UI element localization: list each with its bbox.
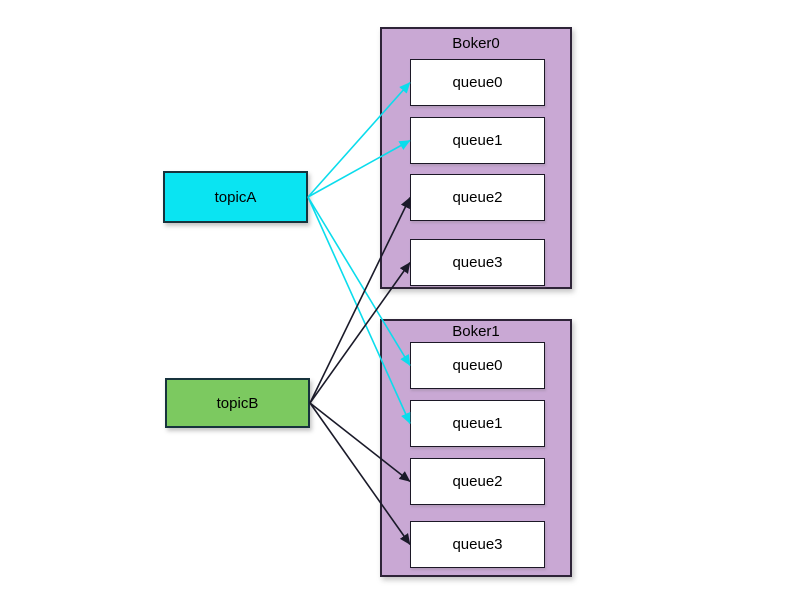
broker1-queue3-label: queue3: [452, 536, 503, 553]
broker0-queue2-node: queue2: [410, 174, 545, 221]
broker0-queue2-label: queue2: [452, 189, 503, 206]
broker1-queue2-label: queue2: [452, 473, 503, 490]
broker0-container: Boker0 queue0 queue1 queue2 queue3: [380, 27, 572, 289]
broker0-queue3-node: queue3: [410, 239, 545, 286]
broker1-title: Boker1: [452, 323, 500, 340]
broker0-queue1-node: queue1: [410, 117, 545, 164]
topic-b-node: topicB: [165, 378, 310, 428]
broker0-queue0-node: queue0: [410, 59, 545, 106]
topic-a-node: topicA: [163, 171, 308, 223]
broker0-title: Boker0: [452, 35, 500, 52]
topic-a-label: topicA: [214, 188, 257, 206]
broker1-queue0-label: queue0: [452, 357, 503, 374]
broker1-queue1-label: queue1: [452, 415, 503, 432]
topic-b-label: topicB: [216, 394, 259, 412]
broker1-container: Boker1 queue0 queue1 queue2 queue3: [380, 319, 572, 577]
broker0-queue1-label: queue1: [452, 132, 503, 149]
broker1-queue1-node: queue1: [410, 400, 545, 447]
broker0-queue0-label: queue0: [452, 74, 503, 91]
broker1-queue3-node: queue3: [410, 521, 545, 568]
broker0-queue3-label: queue3: [452, 254, 503, 271]
broker1-queue2-node: queue2: [410, 458, 545, 505]
broker1-queue0-node: queue0: [410, 342, 545, 389]
